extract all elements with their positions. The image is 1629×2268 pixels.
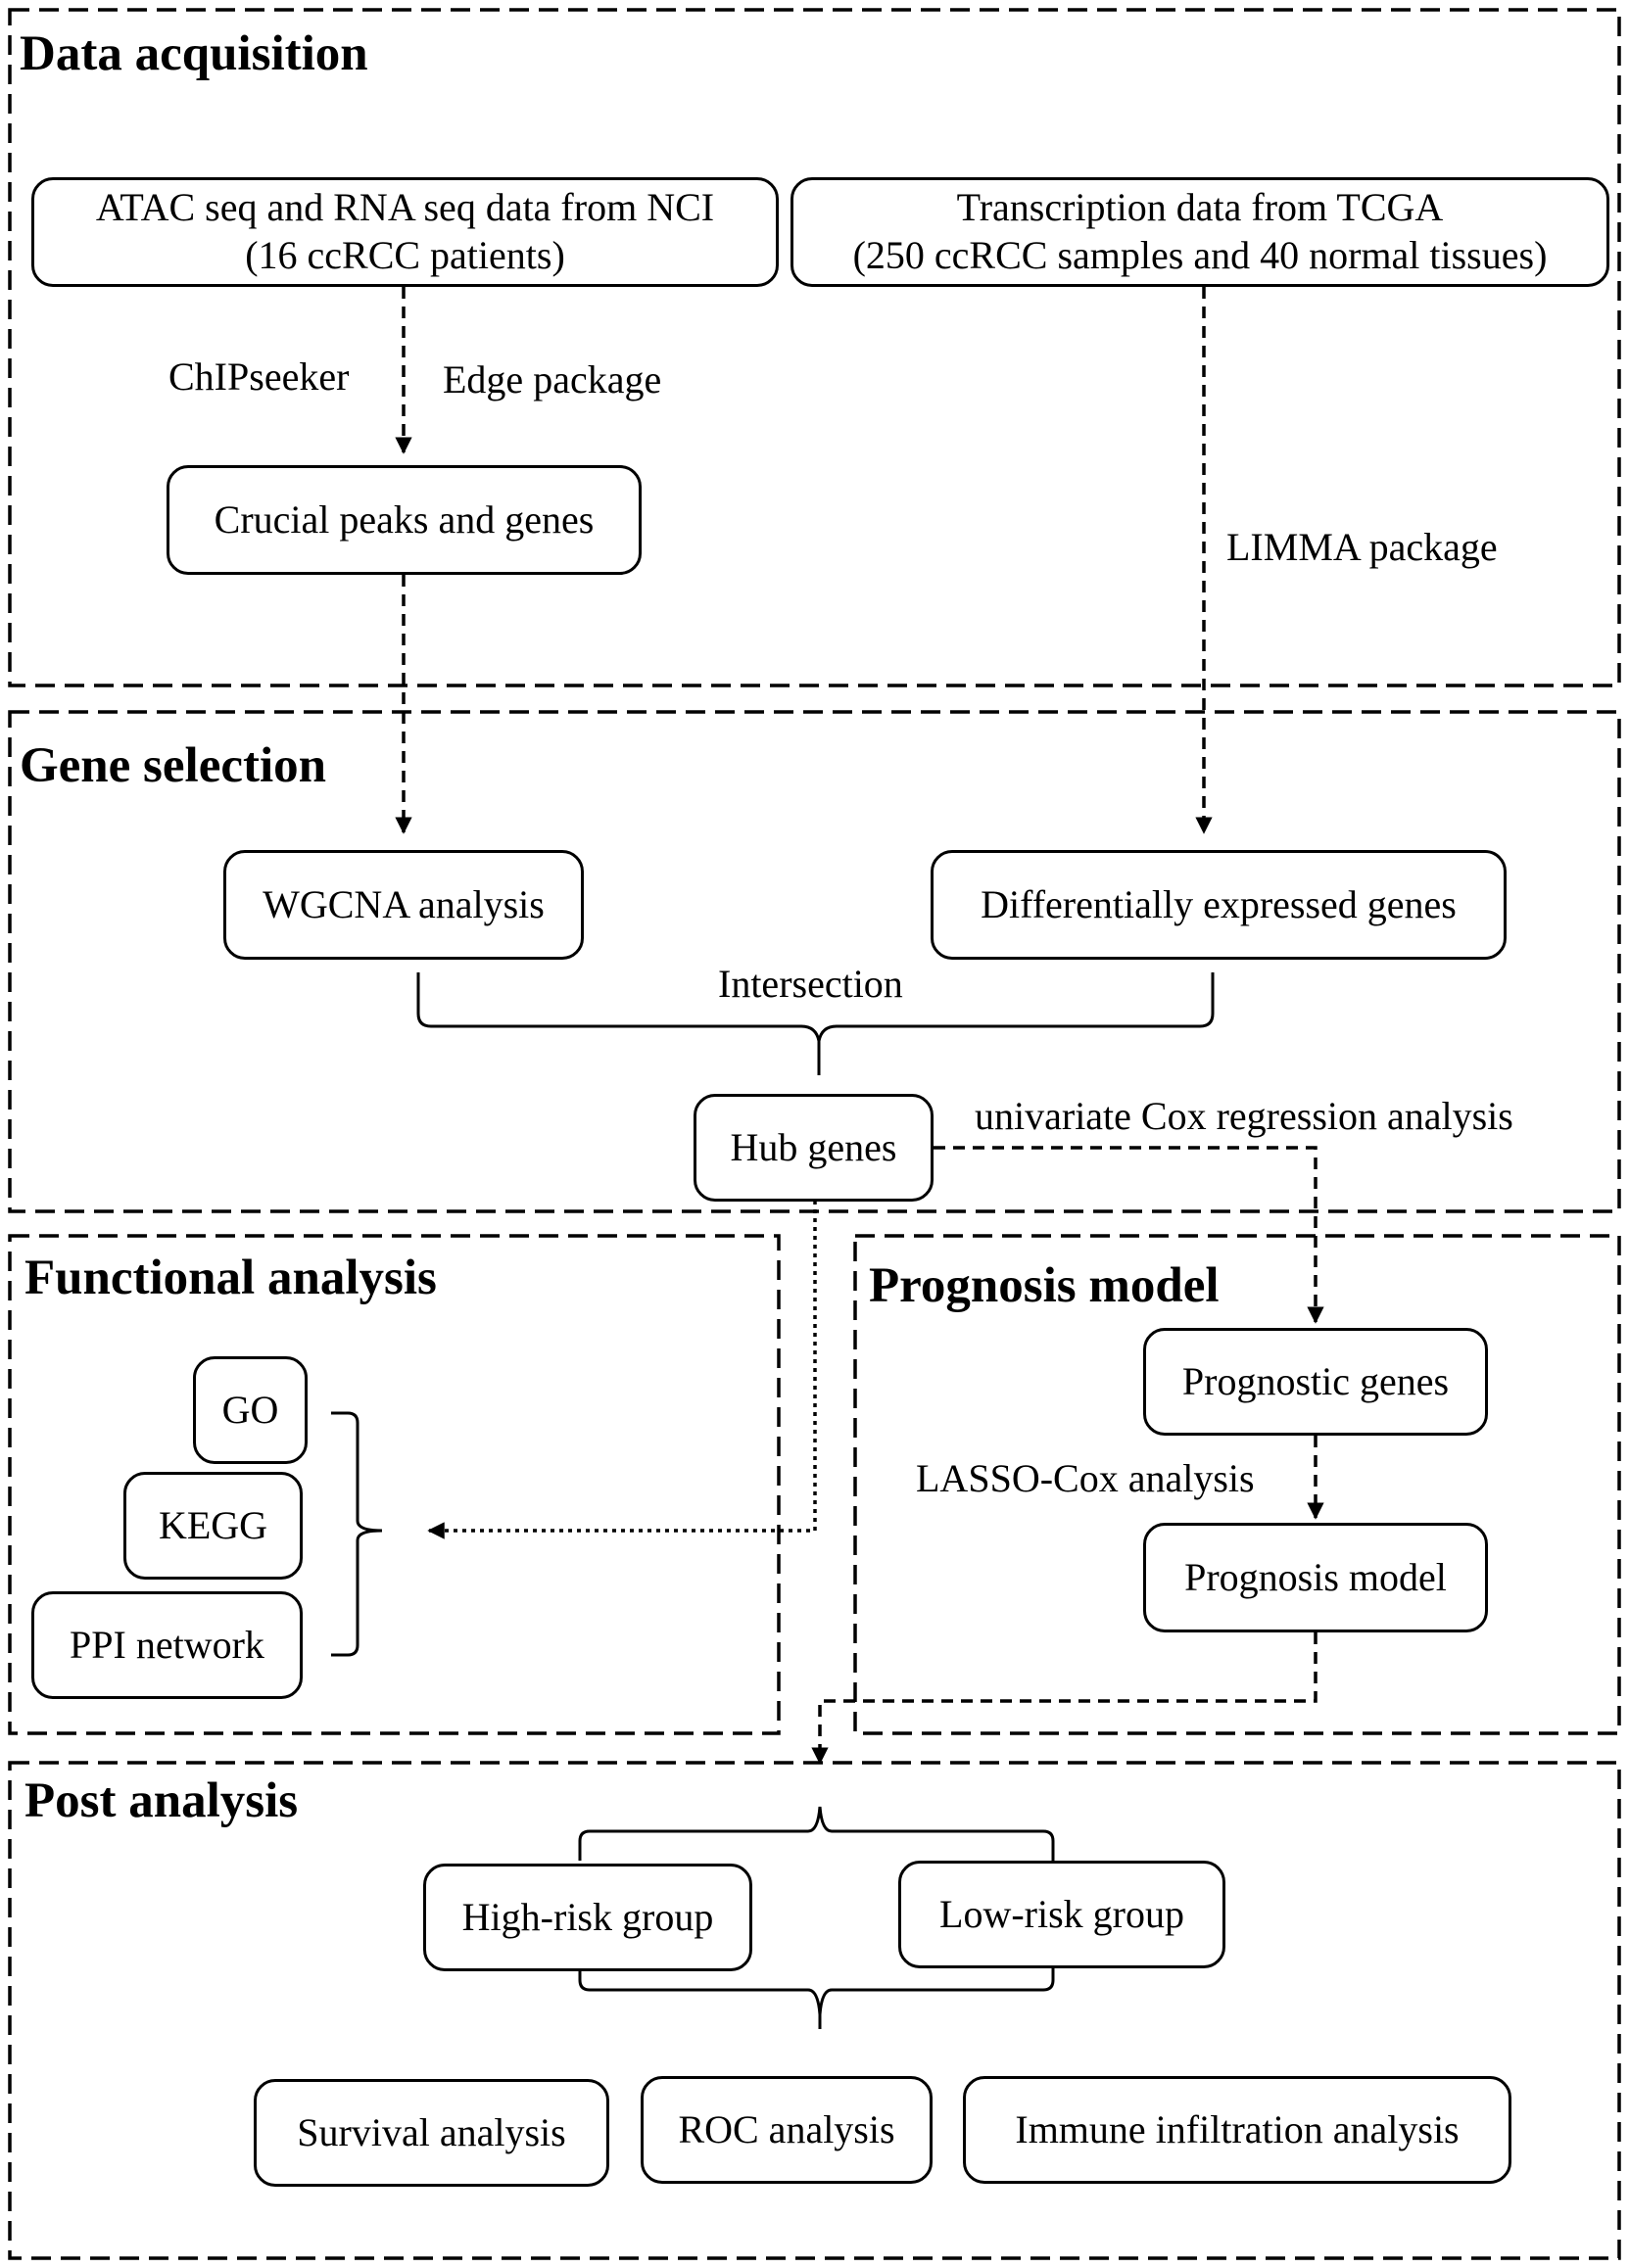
box-crucial-peaks: Crucial peaks and genes	[167, 465, 642, 575]
label-edge-package: Edge package	[443, 357, 662, 402]
label-univariate-cox: univariate Cox regression analysis	[975, 1094, 1513, 1138]
box-tcga-line2: (250 ccRCC samples and 40 normal tissues…	[852, 233, 1548, 277]
functional-brace	[331, 1411, 383, 1657]
box-atac-rna-seq: ATAC seq and RNA seq data from NCI (16 c…	[31, 177, 779, 287]
section-title-data-acquisition: Data acquisition	[20, 26, 368, 81]
label-chipseeker: ChIPseeker	[168, 354, 350, 399]
box-tcga: Transcription data from TCGA (250 ccRCC …	[791, 177, 1609, 287]
box-go: GO	[193, 1356, 308, 1464]
box-hub-genes: Hub genes	[694, 1094, 934, 1202]
box-atac-line1: ATAC seq and RNA seq data from NCI	[95, 185, 715, 230]
box-deg: Differentially expressed genes	[931, 850, 1507, 960]
label-limma-package: LIMMA package	[1226, 525, 1498, 569]
section-title-gene-selection: Gene selection	[20, 738, 326, 793]
section-border-post-analysis	[8, 1761, 1621, 2260]
box-wgcna: WGCNA analysis	[223, 850, 584, 960]
label-intersection: Intersection	[718, 962, 903, 1006]
section-border-prognosis-model	[853, 1234, 1621, 1735]
section-border-functional-analysis	[8, 1234, 781, 1735]
box-tcga-line1: Transcription data from TCGA	[956, 185, 1444, 230]
box-immune-infiltration: Immune infiltration analysis	[963, 2076, 1511, 2184]
section-border-data-acquisition	[8, 8, 1621, 687]
arrow-hub-to-functional	[427, 1201, 817, 1539]
box-atac-line2: (16 ccRCC patients)	[245, 233, 565, 277]
arrow-hub-to-prognostic	[934, 1146, 1324, 1324]
box-roc-analysis: ROC analysis	[641, 2076, 933, 2184]
label-lasso-cox: LASSO-Cox analysis	[916, 1456, 1255, 1500]
box-high-risk: High-risk group	[423, 1864, 752, 1971]
section-title-functional-analysis: Functional analysis	[24, 1251, 437, 1305]
section-title-post-analysis: Post analysis	[24, 1773, 299, 1828]
box-ppi-network: PPI network	[31, 1591, 303, 1699]
box-low-risk: Low-risk group	[898, 1861, 1225, 1968]
box-prognostic-genes: Prognostic genes	[1143, 1328, 1488, 1436]
box-prognosis-model: Prognosis model	[1143, 1523, 1488, 1632]
section-title-prognosis-model: Prognosis model	[869, 1258, 1220, 1313]
risk-brace-top	[578, 1806, 1055, 1861]
arrow-model-to-post	[811, 1632, 1318, 1765]
box-kegg: KEGG	[123, 1472, 303, 1580]
box-survival-analysis: Survival analysis	[254, 2079, 609, 2187]
